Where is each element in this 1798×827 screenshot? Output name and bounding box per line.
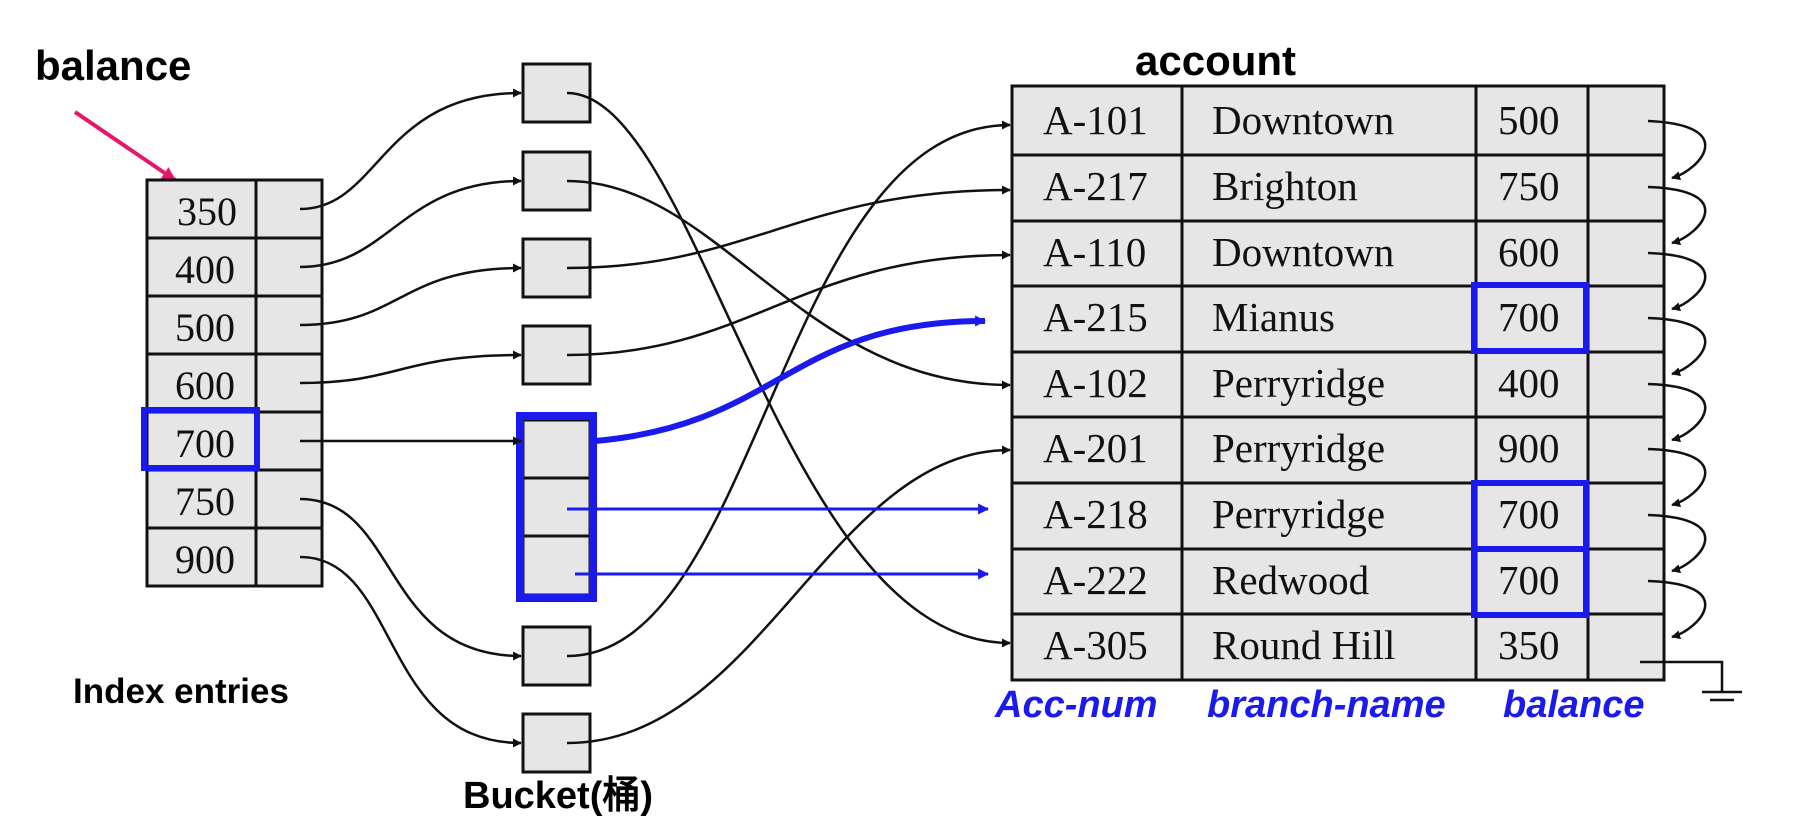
column-label-branch-name: branch-name bbox=[1207, 684, 1446, 726]
balance-highlight bbox=[1471, 546, 1589, 618]
index-entry-value: 400 bbox=[175, 247, 235, 292]
account-acc-num: A-217 bbox=[1043, 163, 1148, 209]
bucket-highlight bbox=[516, 412, 597, 602]
index-entry-highlight bbox=[141, 407, 260, 471]
index-entry-value: 600 bbox=[175, 363, 235, 408]
account-branch: Redwood bbox=[1212, 557, 1369, 603]
index-entry-value: 750 bbox=[175, 479, 235, 524]
account-acc-num: A-102 bbox=[1043, 360, 1148, 406]
index-entry-value: 500 bbox=[175, 305, 235, 350]
index-title: balance bbox=[35, 42, 191, 89]
account-acc-num: A-110 bbox=[1043, 229, 1146, 275]
index-entries: 350 400 500 600 700 750 900 bbox=[141, 178, 324, 588]
index-entry-value: 900 bbox=[175, 537, 235, 582]
account-balance: 900 bbox=[1498, 425, 1560, 471]
account-balance: 750 bbox=[1498, 163, 1560, 209]
record-chain-pointers bbox=[1640, 119, 1742, 702]
account-branch: Perryridge bbox=[1212, 425, 1385, 471]
account-table: A-101 Downtown 500 A-217 Brighton 750 A-… bbox=[1010, 84, 1666, 682]
account-balance: 500 bbox=[1498, 97, 1560, 143]
index-entry-value: 350 bbox=[177, 189, 237, 234]
account-branch: Perryridge bbox=[1212, 491, 1385, 537]
index-pointer-arrow bbox=[73, 110, 177, 182]
account-branch: Downtown bbox=[1212, 97, 1394, 143]
index-entry-value: 700 bbox=[175, 421, 235, 466]
account-branch: Round Hill bbox=[1212, 622, 1395, 668]
account-balance: 350 bbox=[1498, 622, 1560, 668]
index-caption: Index entries bbox=[73, 672, 289, 711]
account-balance: 700 bbox=[1498, 491, 1560, 537]
account-balance: 600 bbox=[1498, 229, 1560, 275]
account-branch: Perryridge bbox=[1212, 360, 1385, 406]
account-table-title: account bbox=[1135, 37, 1296, 84]
bucket-700-pointers bbox=[567, 315, 990, 580]
index-to-bucket-pointers bbox=[299, 88, 522, 748]
account-balance: 700 bbox=[1498, 557, 1560, 603]
column-label-balance: balance bbox=[1503, 684, 1645, 726]
account-acc-num: A-101 bbox=[1043, 97, 1148, 143]
bucket-caption: Bucket(桶) bbox=[463, 775, 653, 817]
bucket-to-record-pointers bbox=[566, 91, 1011, 745]
bucket bbox=[521, 62, 592, 124]
balance-highlight bbox=[1471, 282, 1589, 354]
account-balance: 700 bbox=[1498, 294, 1560, 340]
account-acc-num: A-222 bbox=[1043, 557, 1148, 603]
account-acc-num: A-305 bbox=[1043, 622, 1148, 668]
account-branch: Brighton bbox=[1212, 163, 1358, 209]
account-acc-num: A-201 bbox=[1043, 425, 1148, 471]
account-branch: Downtown bbox=[1212, 229, 1394, 275]
account-balance: 400 bbox=[1498, 360, 1560, 406]
account-acc-num: A-215 bbox=[1043, 294, 1148, 340]
column-label-acc-num: Acc-num bbox=[994, 684, 1158, 726]
account-branch: Mianus bbox=[1212, 294, 1335, 340]
account-acc-num: A-218 bbox=[1043, 491, 1148, 537]
